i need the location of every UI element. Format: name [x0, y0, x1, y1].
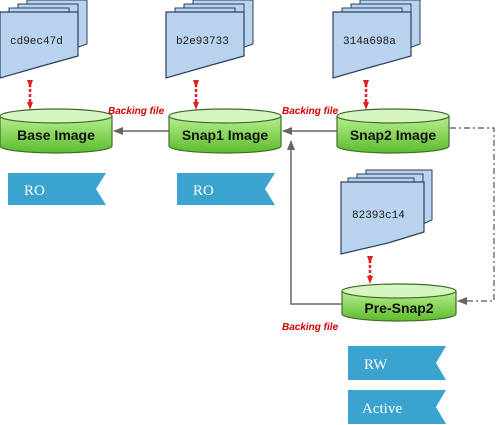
backing-label-3: Backing file [282, 322, 339, 333]
tag-base-ro: RO [8, 173, 106, 205]
doc-front-snap1 [165, 11, 245, 79]
tag-presnap2-active-text: Active [362, 401, 402, 417]
doc-front-base [0, 11, 79, 79]
tag-snap1-ro: RO [177, 173, 275, 205]
doc-stack-snap2: 314a698a [332, 0, 421, 79]
doc-front-presnap2 [340, 181, 425, 255]
tag-presnap2-rw: RW [348, 346, 446, 380]
tag-presnap2-rw-text: RW [364, 357, 388, 373]
disk-presnap2: Pre-Snap2 [341, 283, 457, 322]
arrow-snap2-to-presnap2 [450, 127, 495, 305]
doc-stack-snap1: b2e93733 [165, 0, 254, 79]
label-snap2: Snap2 Image [350, 127, 437, 143]
doc-stack-base: cd9ec47d [0, 0, 88, 79]
label-presnap2: Pre-Snap2 [364, 300, 433, 316]
backing-label-1: Backing file [108, 106, 165, 117]
tag-base-ro-text: RO [24, 183, 45, 199]
doc-front-snap2 [332, 11, 412, 79]
hash-base: cd9ec47d [10, 36, 63, 48]
backing-label-2: Backing file [282, 106, 339, 117]
disk-snap1: Snap1 Image [168, 108, 282, 154]
hash-presnap2: 82393c14 [352, 210, 405, 222]
label-snap1: Snap1 Image [182, 127, 269, 143]
tag-snap1-ro-text: RO [193, 183, 214, 199]
doc-stack-presnap2: 82393c14 [340, 169, 433, 255]
disk-base: Base Image [0, 108, 113, 154]
hash-snap1: b2e93733 [176, 36, 229, 48]
arrow-presnap2-to-snap1 [287, 140, 342, 305]
label-base: Base Image [17, 127, 95, 143]
disk-snap2: Snap2 Image [336, 108, 450, 154]
tag-presnap2-active: Active [348, 390, 446, 424]
hash-snap2: 314a698a [343, 36, 396, 48]
